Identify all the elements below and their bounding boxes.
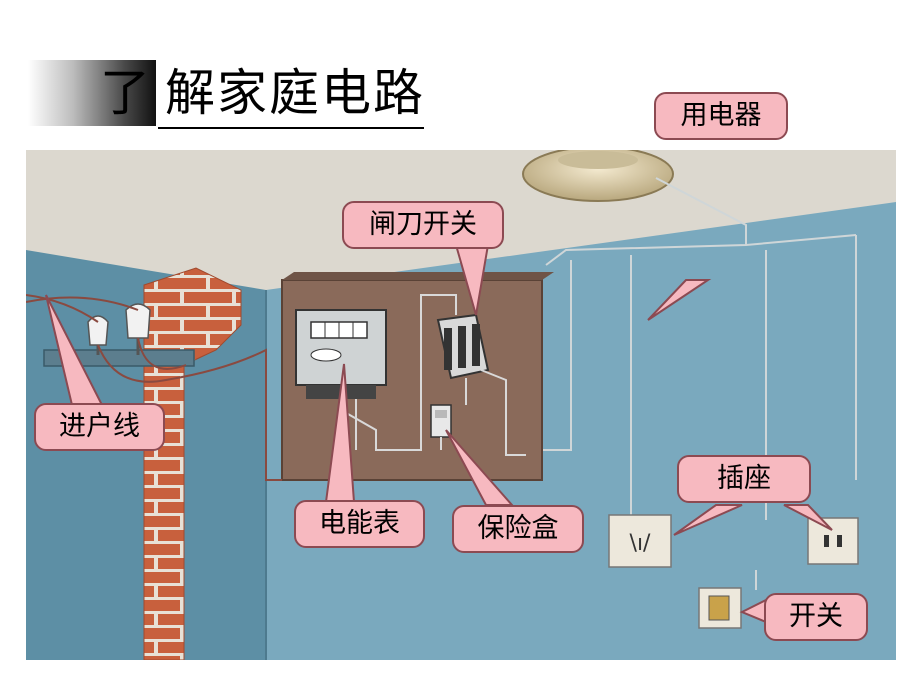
title-underline	[158, 127, 424, 129]
label-meter: 电能表	[294, 500, 425, 548]
meter-dial	[310, 348, 342, 362]
lamp-base	[558, 151, 638, 169]
knife-switch-blade	[444, 328, 452, 370]
page-title: 解家庭电路	[165, 64, 425, 122]
entry-wires	[26, 294, 282, 481]
label-switch: 开关	[764, 593, 868, 641]
title-first-char: 了	[100, 64, 150, 122]
label-knife-switch: 闸刀开关	[342, 201, 504, 249]
label-fuse-box: 保险盒	[452, 505, 584, 553]
title-accent-bar	[28, 60, 156, 126]
label-entry-line: 进户线	[34, 403, 165, 451]
socket-left	[608, 514, 672, 568]
svg-text:\ı/: \ı/	[630, 531, 652, 556]
board-side	[282, 272, 554, 280]
callout-pointers	[45, 244, 833, 624]
label-socket: 插座	[677, 455, 811, 503]
socket-right	[807, 517, 859, 565]
entry-insulators	[43, 303, 195, 367]
label-appliance: 用电器	[654, 92, 788, 140]
